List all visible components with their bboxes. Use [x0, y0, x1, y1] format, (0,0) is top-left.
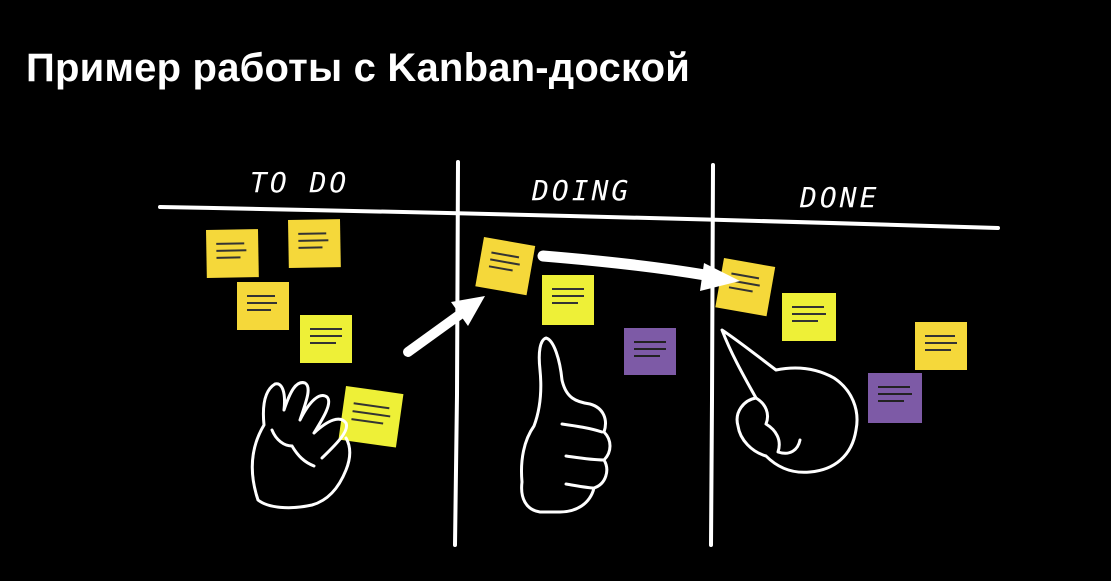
- sticky-note: [915, 322, 967, 370]
- column-divider-left: [453, 160, 460, 547]
- page-title: Пример работы с Kanban-доской: [26, 46, 691, 90]
- hand-grabbing-icon: [250, 381, 352, 510]
- sticky-note-held: [338, 386, 404, 448]
- sticky-note: [237, 282, 289, 330]
- arrow-todo-to-doing: [403, 296, 485, 357]
- sticky-note: [624, 328, 676, 375]
- sticky-note: [300, 315, 352, 363]
- sticky-note: [288, 219, 341, 268]
- column-label-doing: DOING: [531, 174, 631, 207]
- header-divider-line: [158, 205, 1000, 230]
- sticky-note: [782, 293, 836, 341]
- board-grid: [158, 160, 1000, 547]
- sticky-note: [206, 229, 259, 278]
- sticky-note: [542, 275, 594, 325]
- arrow-doing-to-done: [537, 250, 740, 291]
- column-label-done: DONE: [799, 181, 879, 214]
- column-label-todo: TO DO: [250, 166, 349, 199]
- pointing-hand-icon: [720, 328, 859, 474]
- sticky-note-moving: [475, 237, 536, 296]
- thumbs-up-icon: [520, 336, 612, 514]
- column-divider-right: [709, 163, 715, 547]
- sticky-note: [868, 373, 922, 423]
- sticky-note-moving: [715, 258, 776, 317]
